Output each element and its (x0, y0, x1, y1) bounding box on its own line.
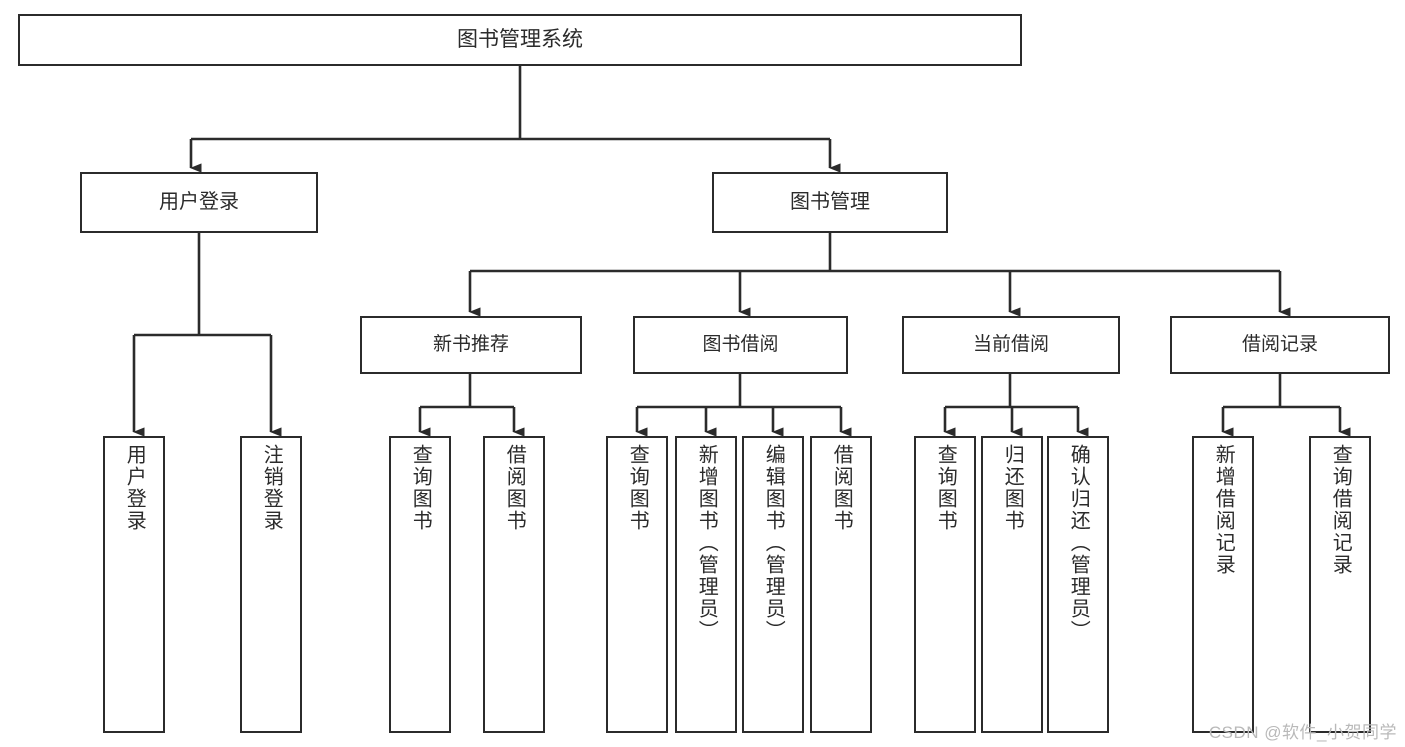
leaf-current-borrow-0-label: 查询图书 (934, 444, 957, 532)
node-root[interactable]: 图书管理系统 (18, 14, 1022, 66)
leaf-new-book-recommend-0-label: 查询图书 (409, 444, 432, 532)
leaf-book-borrow-3[interactable]: 借阅图书 (810, 436, 872, 733)
leaf-book-borrow-2-label: 编辑图书（管理员） (762, 444, 785, 642)
node-root-label: 图书管理系统 (457, 28, 583, 52)
node-new-book-recommend[interactable]: 新书推荐 (360, 316, 582, 374)
node-user-login-label: 用户登录 (159, 191, 239, 214)
leaf-current-borrow-2-label: 确认归还（管理员） (1067, 444, 1090, 642)
node-book-borrow[interactable]: 图书借阅 (633, 316, 848, 374)
node-current-borrow-label: 当前借阅 (972, 334, 1049, 356)
leaf-new-book-recommend-1[interactable]: 借阅图书 (483, 436, 545, 733)
leaf-borrow-record-1[interactable]: 查询借阅记录 (1309, 436, 1371, 733)
leaf-borrow-record-0[interactable]: 新增借阅记录 (1192, 436, 1254, 733)
leaf-user-login-1-label: 注销登录 (260, 444, 283, 532)
leaf-current-borrow-1[interactable]: 归还图书 (981, 436, 1043, 733)
node-borrow-record[interactable]: 借阅记录 (1170, 316, 1390, 374)
node-current-borrow[interactable]: 当前借阅 (902, 316, 1120, 374)
node-book-management-label: 图书管理 (790, 191, 870, 214)
node-borrow-record-label: 借阅记录 (1241, 334, 1318, 356)
leaf-new-book-recommend-1-label: 借阅图书 (503, 444, 526, 532)
leaf-borrow-record-0-label: 新增借阅记录 (1212, 444, 1235, 576)
leaf-current-borrow-2[interactable]: 确认归还（管理员） (1047, 436, 1109, 733)
leaf-user-login-0-label: 用户登录 (123, 444, 146, 532)
leaf-book-borrow-2[interactable]: 编辑图书（管理员） (742, 436, 804, 733)
leaf-book-borrow-1-label: 新增图书（管理员） (695, 444, 718, 642)
leaf-current-borrow-1-label: 归还图书 (1001, 444, 1024, 532)
node-user-login[interactable]: 用户登录 (80, 172, 318, 233)
leaf-user-login-1[interactable]: 注销登录 (240, 436, 302, 733)
node-new-book-recommend-label: 新书推荐 (432, 334, 509, 356)
leaf-book-borrow-3-label: 借阅图书 (830, 444, 853, 532)
leaf-book-borrow-0-label: 查询图书 (626, 444, 649, 532)
node-book-borrow-label: 图书借阅 (702, 334, 779, 356)
leaf-user-login-0[interactable]: 用户登录 (103, 436, 165, 733)
node-book-management[interactable]: 图书管理 (712, 172, 948, 233)
leaf-current-borrow-0[interactable]: 查询图书 (914, 436, 976, 733)
leaf-book-borrow-0[interactable]: 查询图书 (606, 436, 668, 733)
leaf-new-book-recommend-0[interactable]: 查询图书 (389, 436, 451, 733)
leaf-book-borrow-1[interactable]: 新增图书（管理员） (675, 436, 737, 733)
leaf-borrow-record-1-label: 查询借阅记录 (1329, 444, 1352, 576)
csdn-watermark: CSDN @软件_小贺同学 (1208, 723, 1397, 742)
